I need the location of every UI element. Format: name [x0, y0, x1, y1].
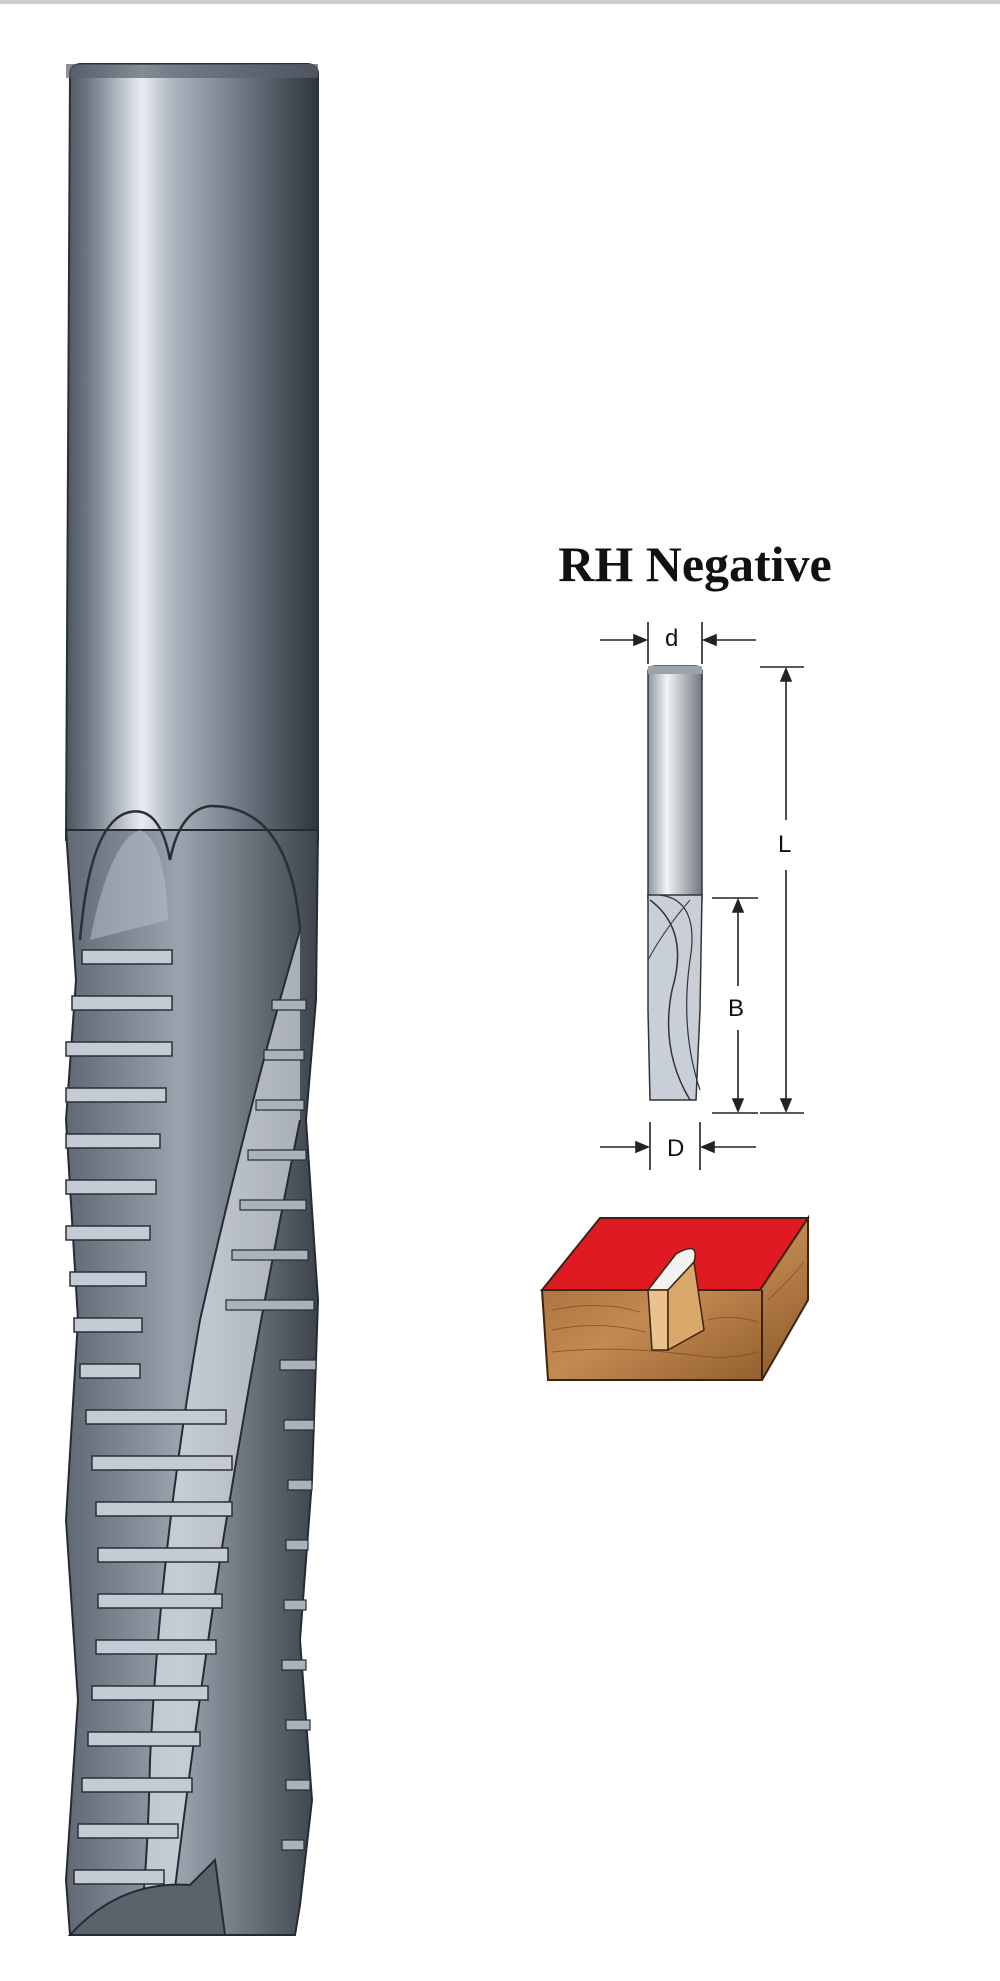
dim-label-d: d	[665, 625, 678, 652]
top-border	[0, 0, 1000, 4]
dim-label-d-cutting: D	[667, 1135, 684, 1162]
large-bit-flutes	[64, 804, 320, 1936]
dim-label-l: L	[778, 831, 791, 858]
diagram-title: RH Negative	[558, 536, 832, 592]
wood-block-slot-illustration	[539, 1214, 810, 1381]
dim-label-b: B	[728, 995, 744, 1022]
dimension-labels: d L B D	[665, 625, 791, 1162]
dimension-lines	[600, 622, 804, 1170]
large-bit-shank	[64, 63, 319, 841]
small-bit-diagram	[647, 665, 703, 1101]
